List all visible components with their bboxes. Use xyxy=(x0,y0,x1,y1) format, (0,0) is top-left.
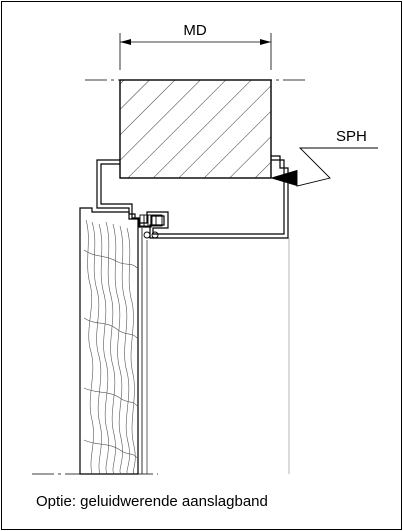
sph-label: SPH xyxy=(336,128,367,145)
steel-frame-profile xyxy=(96,155,289,239)
wall-section xyxy=(119,79,272,179)
sph-marker xyxy=(270,147,378,187)
md-dimension xyxy=(119,33,272,70)
door-face-lines xyxy=(141,228,290,474)
door-leaf-wood xyxy=(79,207,139,475)
acoustic-seal xyxy=(139,214,163,239)
arrowhead-right xyxy=(260,39,271,45)
md-label: MD xyxy=(183,22,206,39)
caption: Optie: geluidwerende aanslagband xyxy=(36,493,268,510)
arrowhead-left xyxy=(120,39,131,45)
